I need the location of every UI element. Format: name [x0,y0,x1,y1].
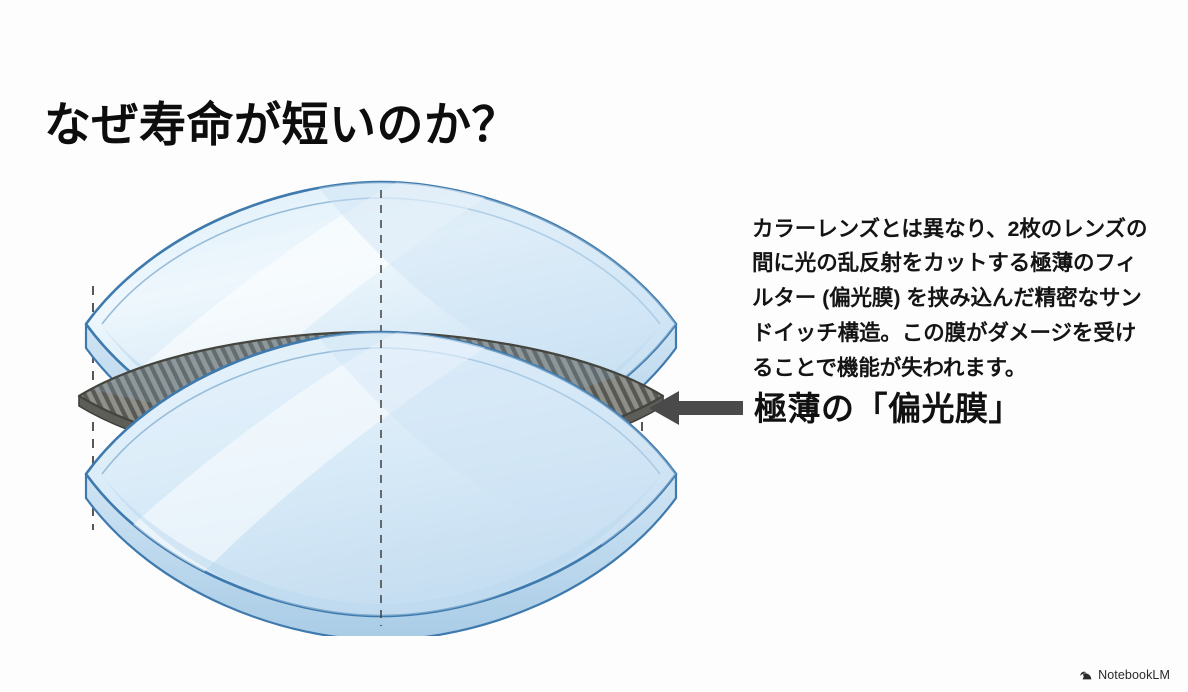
footer-brand-text: NotebookLM [1098,667,1170,682]
body-paragraph: カラーレンズとは異なり、2枚のレンズの間に光の乱反射をカットする極薄のフィルター… [752,216,1148,380]
footer-brand: NotebookLM [1078,667,1170,682]
callout-arrow [645,386,745,430]
notebooklm-logo-icon [1080,671,1092,680]
arrow-left-icon [649,391,743,425]
page-title: なぜ寿命が短いのか？ [44,98,519,152]
lens-diagram [56,158,686,636]
callout-label: 極薄の「偏光膜」 [754,390,1022,427]
